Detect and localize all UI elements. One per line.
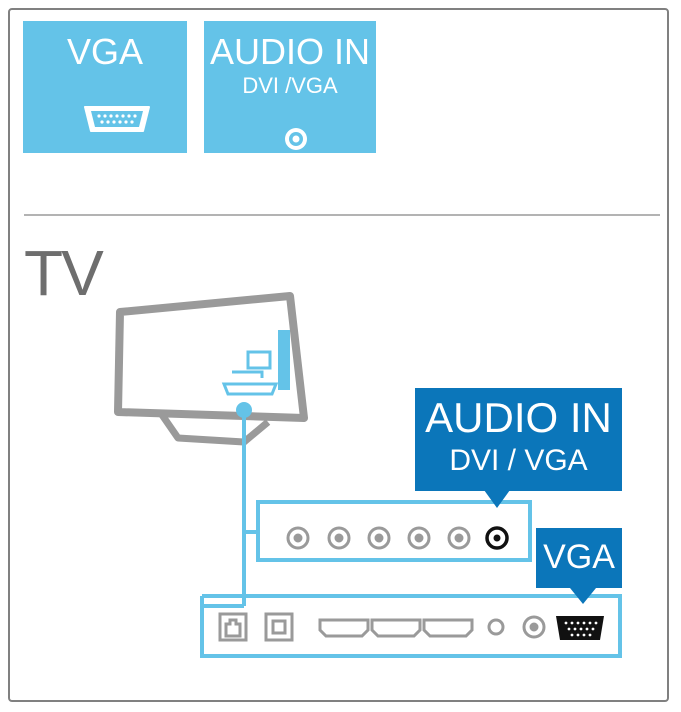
tv-input-panel (200, 588, 622, 658)
tv-back-icon (114, 292, 308, 446)
vga-connector-icon (84, 106, 150, 132)
usb-port-icon (264, 612, 294, 642)
network-port-icon (218, 612, 248, 642)
audio-in-tile-sublabel: DVI /VGA (242, 73, 338, 98)
vga-port-icon (556, 616, 604, 640)
audio-in-callout-label: AUDIO IN (425, 394, 612, 441)
audio-in-callout: AUDIO IN DVI / VGA (415, 388, 622, 491)
connection-cable (202, 402, 258, 608)
vga-callout: VGA (536, 528, 622, 588)
audio-in-port-tile: AUDIO IN DVI /VGA (204, 21, 376, 153)
vga-tile-label: VGA (66, 31, 144, 72)
tv-label: TV (24, 237, 104, 309)
vga-port-tile: VGA (23, 21, 187, 153)
audio-in-tile-label: AUDIO IN (209, 31, 370, 72)
audio-jack-icon (286, 526, 471, 550)
audio-in-callout-sublabel: DVI / VGA (449, 444, 588, 477)
audio-jack-icon (285, 128, 307, 150)
audio-jack-panel (256, 490, 532, 562)
diagram-frame (8, 8, 669, 702)
section-divider (24, 214, 660, 216)
audio-jack-icon (487, 615, 546, 639)
audio-in-dvi-vga-jack-icon (485, 526, 509, 550)
hdmi-port-icon (318, 618, 474, 638)
vga-callout-label: VGA (543, 538, 615, 576)
